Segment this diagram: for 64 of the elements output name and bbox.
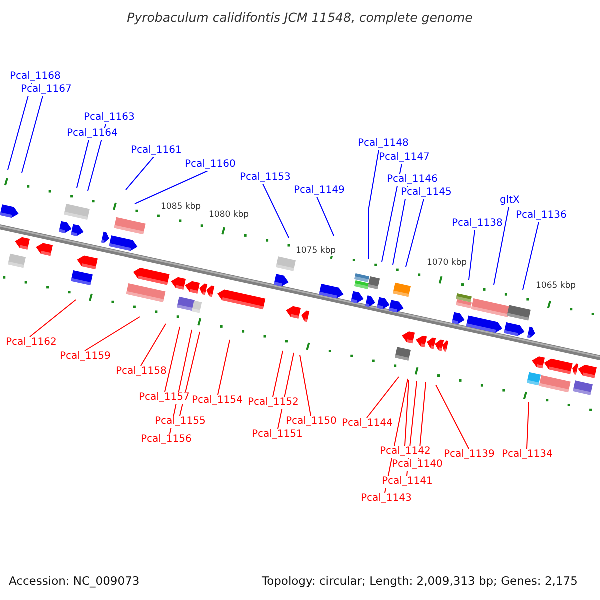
gene-label: Pcal_1160 [185,159,236,171]
scale-label: 1070 kbp [427,258,468,268]
leader-line [218,340,230,396]
gene-label: gltX [500,195,520,207]
leader-line [468,230,476,280]
gene-label: Pcal_1139 [444,449,495,461]
leader-line [30,300,76,338]
gene-label: Pcal_1159 [60,351,111,363]
gene-label: Pcal_1164 [67,128,118,140]
leader-line [522,222,540,290]
gene-label: Pcal_1157 [139,392,190,404]
gene-label: Pcal_1162 [6,337,57,349]
leader-line [272,350,284,398]
info-text: Accession: NC_009073 [9,574,140,588]
title: Pyrobaculum calidifontis JCM 11548, complete genome [127,10,473,25]
gene-label: Pcal_1168 [10,71,61,83]
gene-label: Pcal_1141 [382,476,433,488]
leader-line [404,380,410,446]
gene-label: Pcal_1161 [131,145,182,157]
leader-line [406,198,424,268]
scale-label: 1075 kbp [296,246,336,256]
leader-line [494,206,510,286]
gene-label: Pcal_1134 [502,449,553,461]
gene-label: Pcal_1154 [192,395,243,407]
gene-label: Pcal_1158 [116,366,167,378]
scale-label: 1065 kbp [536,281,576,291]
gene-label: Pcal_1151 [252,429,303,441]
leader-line [180,332,200,416]
gene-label: Pcal_1148 [358,138,409,150]
gene-label: Pcal_1155 [155,416,206,428]
gene-label: Pcal_1150 [286,416,337,428]
leader-line [164,326,180,392]
gene-label: Pcal_1136 [516,210,567,222]
leader-line [368,150,380,260]
info-text: Topology: circular; Length: 2,009,313 bp; Genes: 2,175 [262,574,578,588]
leader-line [436,384,470,450]
gene-label: Pcal_1163 [84,112,135,124]
gene-label: Pcal_1138 [452,218,503,230]
leader-line [126,156,154,190]
leader-line [84,316,140,352]
leader-line [76,140,90,188]
scale-label: 1080 kbp [209,210,250,220]
gene-label: Pcal_1167 [21,84,72,96]
gene-label: Pcal_1149 [294,185,345,197]
gene-label: Pcal_1152 [248,397,299,409]
scale-label: 1085 kbp [161,202,202,212]
leader-line [134,170,208,204]
gene-label: Pcal_1147 [379,152,430,164]
gene-label: Pcal_1145 [401,187,452,199]
leader-line [140,324,166,366]
gene-label: Pcal_1146 [387,174,438,186]
leader-line [22,96,44,174]
leader-line [382,164,402,262]
gene-label: Pcal_1144 [342,418,393,430]
leader-line [300,354,312,416]
gene-label: Pcal_1153 [240,172,291,184]
leader-line [262,184,290,238]
leader-line [526,402,530,450]
gene-label: Pcal_1142 [380,446,431,458]
gene-label: Pcal_1140 [392,459,443,471]
leader-line [316,196,334,236]
gene-label: Pcal_1143 [361,493,412,505]
leader-line [366,376,400,418]
gene-label: Pcal_1156 [141,434,192,446]
